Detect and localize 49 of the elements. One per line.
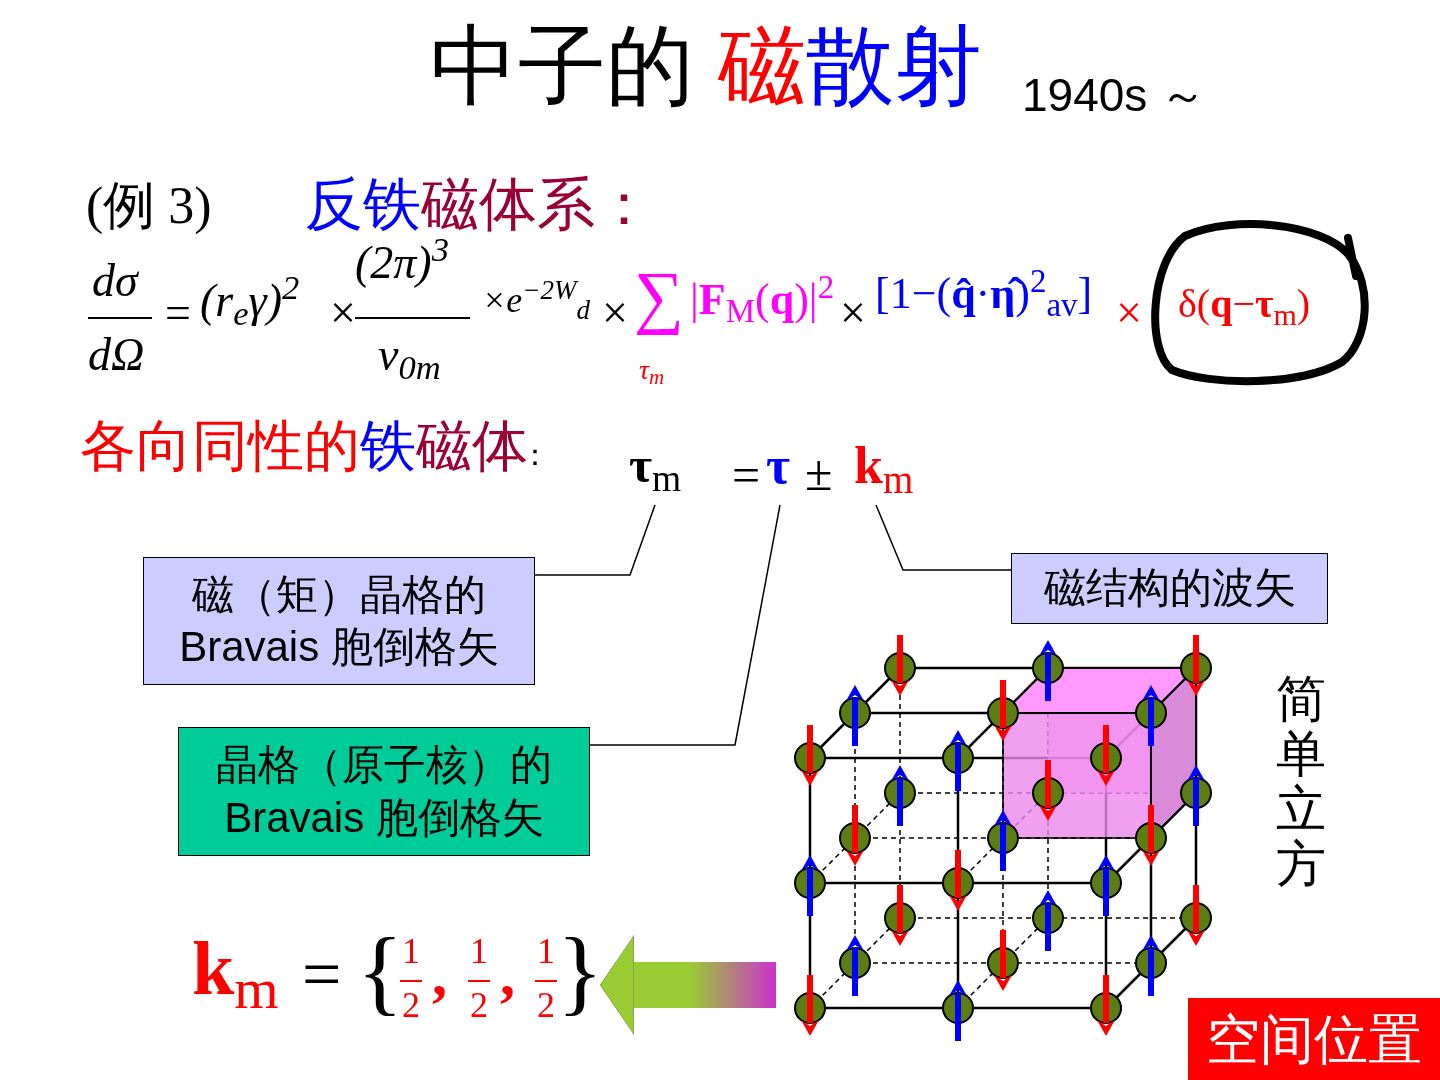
formula-text: =: [302, 940, 342, 1010]
formula-text: ,: [432, 945, 447, 1005]
formula-text: {: [357, 923, 404, 1019]
formula-text: ×: [1116, 290, 1142, 336]
formula-text: δ(q−τ$_{m}$): [1178, 284, 1311, 324]
leader-line: [589, 504, 781, 746]
heading-text: 各向同性的: [80, 418, 360, 474]
block-arrow: [600, 935, 776, 1035]
caption-box: 空间位置: [1188, 998, 1440, 1080]
heading-text: 磁体系：: [421, 175, 653, 233]
formula-text: 2: [537, 987, 555, 1023]
formula-text: ×: [840, 290, 866, 336]
equation-term: τ$_{m}$: [625, 440, 725, 505]
callout-box: 磁结构的波矢: [1011, 553, 1328, 624]
formula-text: =: [165, 290, 191, 336]
formula-text: 1: [537, 933, 555, 969]
formula-text: v$_{0m}$: [378, 332, 441, 378]
vertical-label: 简单立方: [1276, 672, 1326, 892]
title-text: 散射: [806, 22, 982, 110]
formula-text: ±: [805, 448, 833, 498]
formula-text: |F$_{M}$(q)|$^{2}$: [690, 278, 835, 322]
heading-text: 铁: [360, 418, 416, 474]
formula-text: ×: [330, 290, 356, 336]
equation-term: k$_{m}$: [850, 440, 920, 505]
formula-text: [1−(q̂·η̂)$^{2}$$_{av}$]: [875, 272, 1093, 316]
formula-text: k$_{m}$: [192, 930, 279, 1006]
formula-text: ,: [500, 945, 515, 1005]
formula-text: τ$_{m}$: [639, 356, 665, 384]
callout-box: 晶格（原子核）的 Bravais 胞倒格矢: [178, 727, 590, 856]
formula-text: dσ: [92, 258, 138, 304]
formula-text: 1: [402, 933, 420, 969]
title-text: 中子的: [430, 22, 694, 110]
title-text: 1940s ～: [1022, 72, 1207, 118]
formula-text: 2: [402, 987, 420, 1023]
callout-box: 磁（矩）晶格的 Bravais 胞倒格矢: [143, 557, 535, 685]
formula-text: 2: [470, 987, 488, 1023]
heading-text: (例 3): [86, 180, 212, 232]
formula-text: }: [557, 923, 604, 1019]
heading-text: 反铁: [305, 175, 421, 233]
formula-text: dΩ: [88, 332, 145, 378]
leader-line: [534, 504, 656, 576]
leader-line: [875, 504, 1012, 571]
formula-text: ×: [602, 290, 628, 336]
title-text: 磁: [718, 22, 806, 110]
formula-text: (r$_{e}$γ)$^{2}$: [200, 278, 300, 324]
formula-text: =: [732, 450, 761, 500]
equation-term: τ: [762, 440, 802, 505]
formula-text: 1: [470, 933, 488, 969]
formula-text: (2π)$^{3}$: [355, 240, 449, 286]
